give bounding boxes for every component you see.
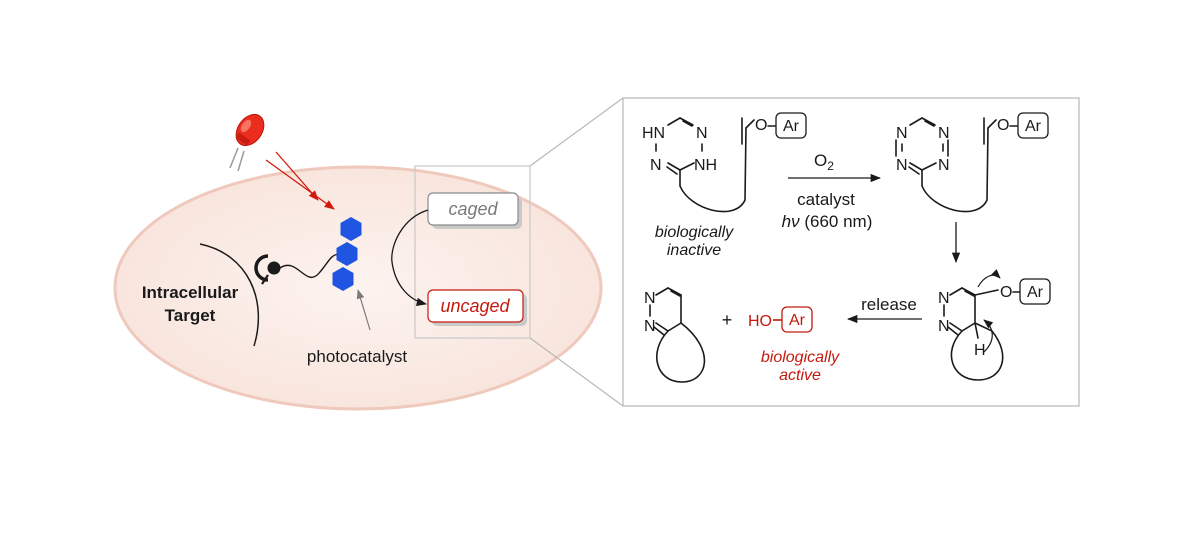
svg-text:NH: NH	[694, 157, 717, 174]
svg-text:HN: HN	[642, 125, 665, 142]
inactive-label-line2: inactive	[667, 242, 721, 259]
svg-text:N: N	[644, 318, 656, 335]
caged-label: caged	[448, 199, 498, 219]
uncaging-arrow	[391, 209, 429, 307]
plus-sign: +	[722, 310, 733, 330]
svg-text:N: N	[938, 157, 950, 174]
svg-text:O: O	[755, 117, 767, 134]
tether-linker	[279, 253, 339, 279]
svg-text:O: O	[997, 117, 1009, 134]
svg-text:N: N	[896, 125, 908, 142]
target-membrane	[199, 243, 260, 347]
receptor-icon	[254, 254, 281, 285]
svg-text:N: N	[938, 125, 950, 142]
inactive-label-line1: biologically	[655, 224, 734, 241]
svg-text:N: N	[650, 157, 662, 174]
zoom-line-top	[529, 97, 624, 167]
dihydrotetrazine-molecule: HN N NH N O Ar	[642, 112, 807, 213]
target-label-line2: Target	[165, 306, 216, 325]
hexagon-photocatalyst-icon	[332, 217, 362, 291]
zoom-source-box	[414, 165, 531, 339]
pyridazine-product: N N	[644, 287, 706, 383]
light-condition: hν (660 nm)	[782, 212, 873, 231]
svg-text:H: H	[974, 342, 986, 359]
svg-text:Ar: Ar	[1027, 284, 1044, 301]
intermediate-molecule: N N H O Ar	[938, 269, 1051, 381]
svg-text:N: N	[896, 157, 908, 174]
release-label: release	[861, 295, 917, 314]
svg-text:N: N	[938, 318, 950, 335]
photocatalyst-label: photocatalyst	[307, 347, 407, 366]
active-label-line2: active	[779, 367, 821, 384]
red-led-icon	[229, 113, 265, 172]
released-phenol: HO Ar	[748, 306, 813, 333]
svg-text:Ar: Ar	[1025, 118, 1042, 135]
catalyst-label: catalyst	[797, 190, 855, 209]
oxygen-reagent: O2	[814, 151, 834, 173]
tetrazine-molecule: N N N N O Ar	[895, 112, 1049, 213]
svg-text:Ar: Ar	[783, 118, 800, 135]
svg-text:N: N	[938, 290, 950, 307]
active-label-line1: biologically	[761, 349, 840, 366]
svg-text:Ar: Ar	[789, 312, 806, 329]
svg-text:N: N	[696, 125, 708, 142]
svg-text:O: O	[1000, 284, 1012, 301]
caged-box	[427, 192, 519, 226]
photocatalyst-pointer	[356, 289, 371, 331]
target-label-line1: Intracellular	[142, 283, 239, 302]
svg-text:N: N	[644, 290, 656, 307]
zoom-line-bottom	[529, 337, 624, 407]
svg-text:HO: HO	[748, 313, 772, 330]
light-ray-2	[265, 159, 335, 210]
uncaged-box	[427, 289, 524, 323]
uncaged-label: uncaged	[440, 296, 510, 316]
